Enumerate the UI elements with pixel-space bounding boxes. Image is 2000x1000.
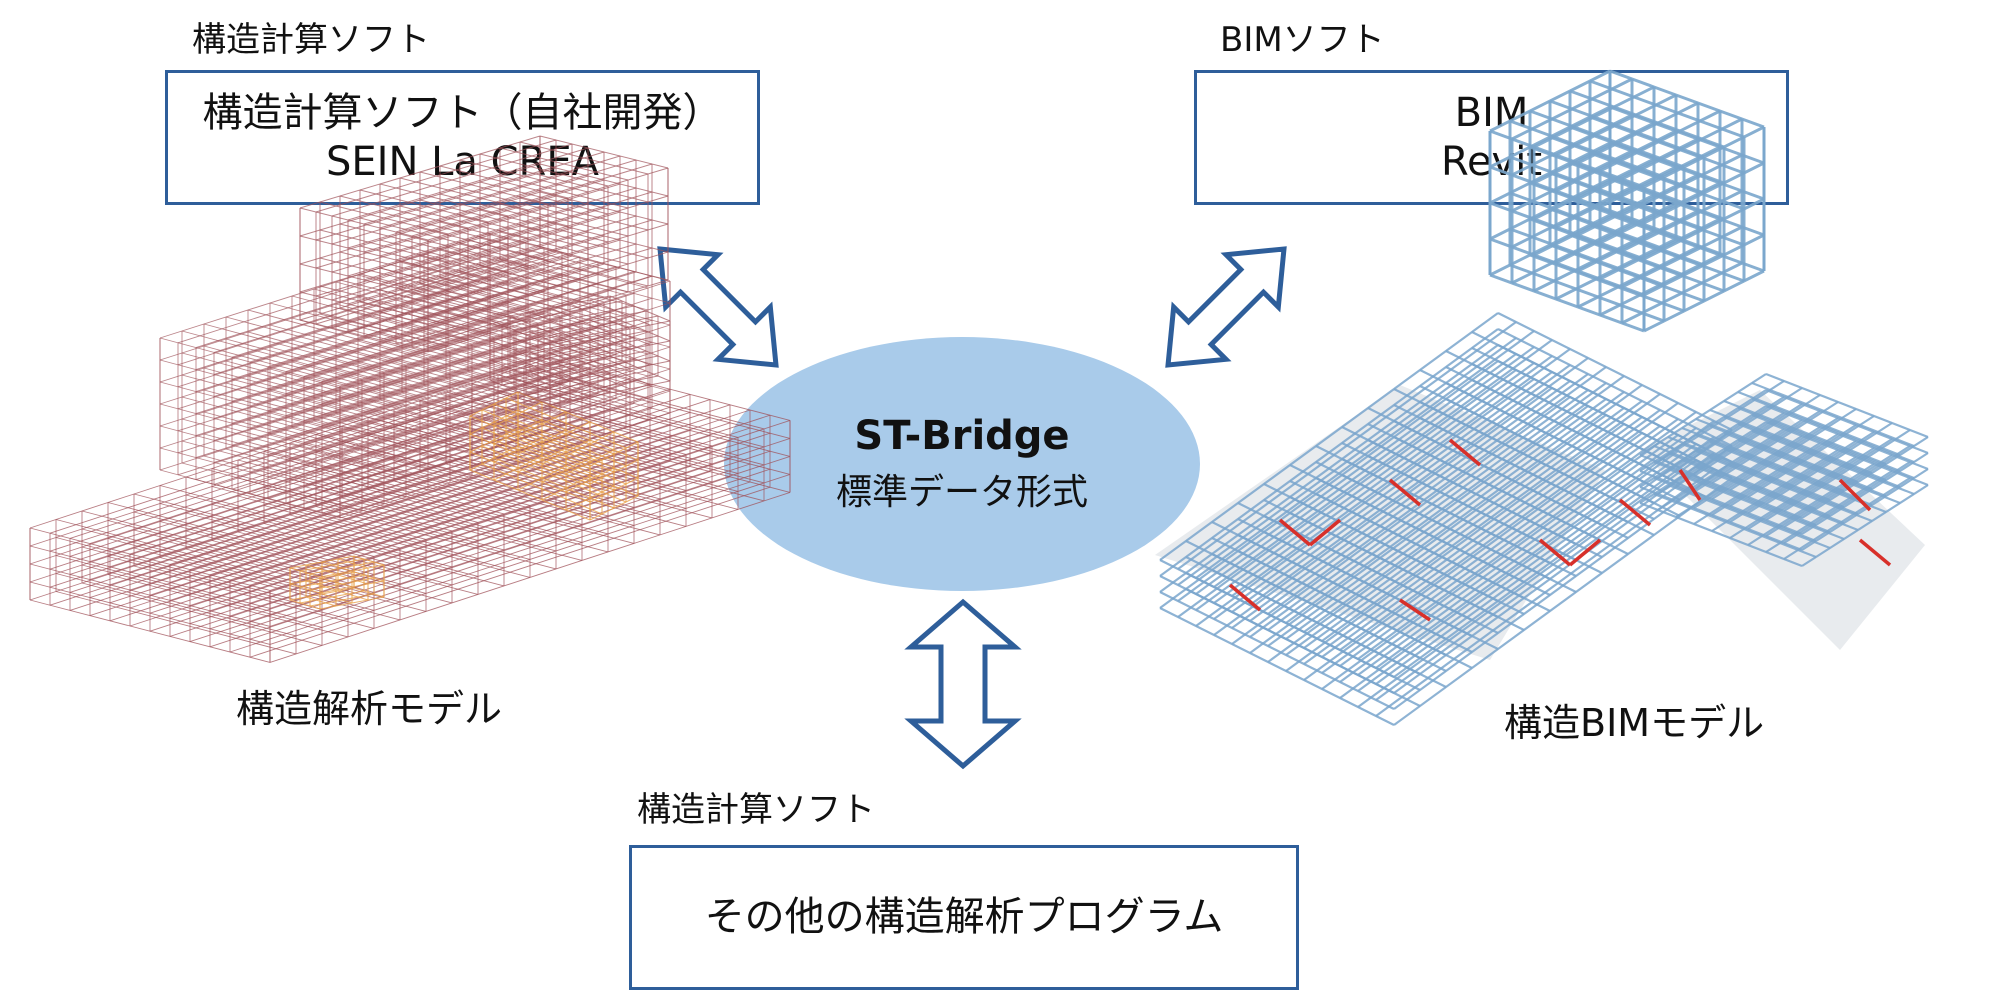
st-bridge-ellipse: ST-Bridge 標準データ形式: [724, 337, 1200, 591]
bottom-caption: 構造計算ソフト: [637, 790, 875, 830]
vertical-double-arrow-icon: [904, 598, 1022, 770]
st-bridge-subtitle: 標準データ形式: [835, 472, 1088, 513]
sein-box-line1: 構造計算ソフト（自社開発）: [202, 89, 723, 136]
right-double-arrow-icon: [1165, 246, 1287, 368]
left-model-label: 構造解析モデル: [236, 687, 503, 731]
other-programs-text: その他の構造解析プログラム: [704, 894, 1224, 941]
right-caption: BIMソフト: [1220, 20, 1385, 60]
revit-box-line1: BIM: [1454, 89, 1529, 136]
right-model-label: 構造BIMモデル: [1504, 701, 1765, 745]
left-caption: 構造計算ソフト: [192, 20, 430, 60]
other-programs-box: その他の構造解析プログラム: [629, 845, 1299, 990]
left-double-arrow-icon: [657, 246, 779, 368]
st-bridge-title: ST-Bridge: [854, 413, 1070, 459]
